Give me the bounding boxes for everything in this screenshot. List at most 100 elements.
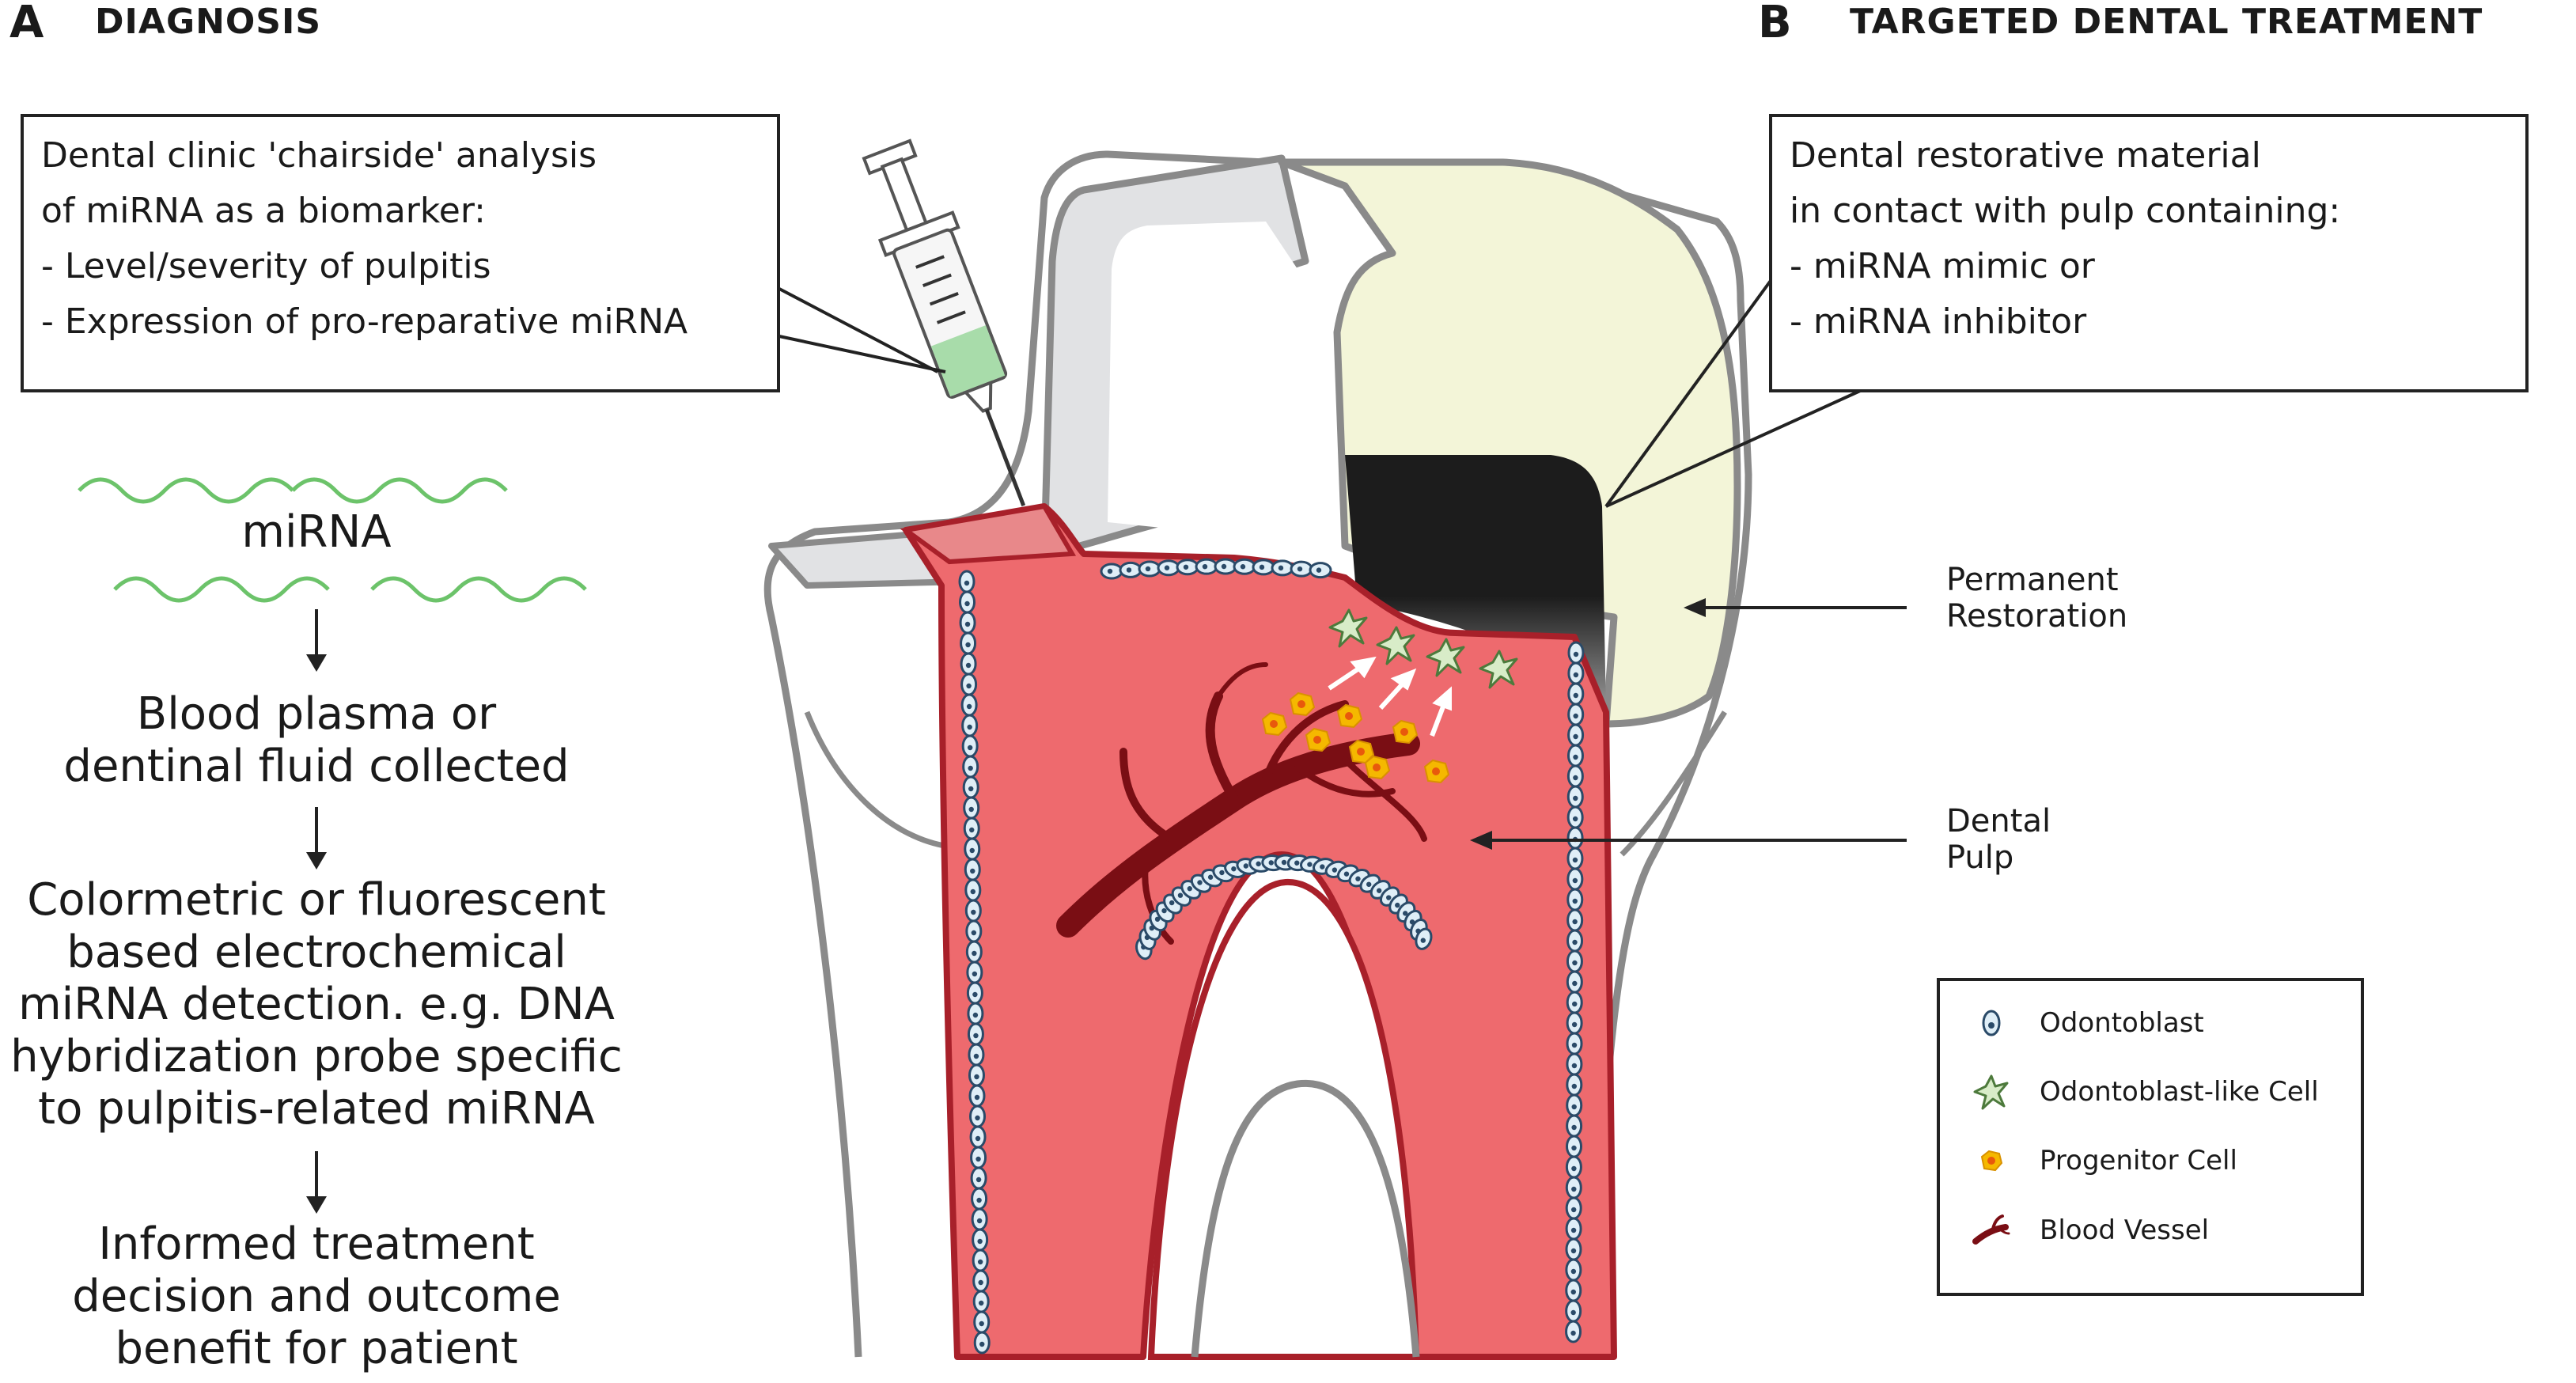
flow-line: based electrochemical [66, 926, 566, 978]
odontoblast-cell [1566, 1032, 1583, 1055]
odontoblast-cell [1566, 867, 1584, 891]
flow-step-detection: Colormetric or fluorescent based electro… [0, 874, 633, 1135]
mirna-waves [78, 477, 587, 603]
odontoblast-icon [1982, 1010, 2001, 1036]
panel-a-title: DIAGNOSIS [95, 2, 322, 42]
odontoblast-cell [1233, 558, 1256, 575]
odontoblast-cell [959, 590, 976, 614]
flow-step-collection: Blood plasma or dentinal fluid collected [0, 688, 633, 793]
odontoblast-cell [969, 1125, 987, 1149]
flow-arrow-2 [306, 807, 327, 870]
mirna-label: miRNA [241, 506, 392, 558]
odontoblast-cell [1566, 805, 1584, 829]
odontoblast-cell [1566, 847, 1584, 870]
flow-line: to pulpitis-related miRNA [38, 1083, 595, 1135]
migration-arrows [1328, 656, 1452, 737]
legend-label: Blood Vessel [2040, 1214, 2210, 1246]
flow-line: miRNA detection. e.g. DNA [18, 979, 615, 1030]
flow-line: Blood plasma or [136, 688, 497, 740]
odontoblast-cell [1566, 1135, 1583, 1158]
odontoblast-like-cell-icon [1973, 1074, 2009, 1110]
odontoblast-cell [1290, 560, 1313, 578]
flow-line: decision and outcome [72, 1271, 561, 1322]
odontoblast-cell [1566, 888, 1584, 911]
odontoblast-cell [1566, 1114, 1583, 1138]
label-line: Restoration [1946, 598, 2128, 635]
callout-line: - miRNA inhibitor [1790, 301, 2087, 342]
odontoblast-cell [1566, 1093, 1583, 1117]
odontoblast-cell [962, 775, 979, 799]
flow-line: Colormetric or fluorescent [27, 874, 606, 926]
flow-line: benefit for patient [115, 1323, 518, 1374]
odontoblast-cell [967, 1022, 984, 1046]
odontoblast-cell [972, 1248, 989, 1272]
odontoblast-cell [1138, 560, 1161, 578]
odontoblast-cell [970, 1146, 987, 1169]
odontoblast-cell [964, 858, 981, 881]
treatment-callout: Dental restorative material in contact w… [1769, 114, 2529, 392]
callout-line: Dental restorative material [1790, 135, 2261, 176]
callout-line: in contact with pulp containing: [1790, 191, 2341, 231]
label-line: Pulp [1946, 839, 2014, 876]
odontoblast-cell [1565, 1217, 1582, 1241]
odontoblast-cell [960, 652, 977, 676]
legend-label: Odontoblast-like Cell [2040, 1076, 2319, 1108]
panel-b-letter: B [1758, 0, 1793, 48]
pulp-arrow [1470, 831, 1907, 850]
odontoblast-cell [1566, 949, 1583, 973]
blood-vessel-icon [1972, 1214, 2010, 1245]
legend-item-progenitor-cell: Progenitor Cell [1972, 1141, 2237, 1180]
callout-line: - miRNA mimic or [1790, 246, 2095, 286]
flow-arrow-1 [306, 609, 327, 672]
odontoblast-cell [1566, 744, 1584, 767]
odontoblast-cell [968, 1043, 985, 1067]
odontoblast-cell [963, 796, 980, 820]
odontoblast-cell [964, 899, 982, 923]
progenitor-cell-icon [1980, 1150, 2003, 1172]
odontoblast-cell [965, 940, 983, 964]
callout-a-pointer-2 [778, 335, 946, 373]
odontoblast-cell [1565, 1196, 1582, 1220]
legend-item-odontoblast-like-cell: Odontoblast-like Cell [1972, 1072, 2319, 1112]
odontoblast-cell [1567, 723, 1585, 747]
odontoblast-cell [1565, 1176, 1582, 1199]
flow-arrow-3 [306, 1151, 327, 1214]
odontoblast-cell [967, 1002, 984, 1025]
odontoblast-cell [960, 631, 977, 655]
legend-label: Progenitor Cell [2040, 1145, 2237, 1176]
cavity-opening [1108, 222, 1337, 546]
odontoblast-cell [1566, 785, 1584, 809]
odontoblast-cell [972, 1228, 989, 1252]
syringe [862, 138, 1026, 507]
callout-b-pointer-2 [1605, 386, 1868, 508]
legend-item-blood-vessel: Blood Vessel [1972, 1211, 2209, 1250]
odontoblast-cell [1252, 559, 1275, 576]
label-line: Permanent [1946, 562, 2119, 598]
odontoblast-cell [972, 1290, 990, 1313]
odontoblast-cell [1565, 1279, 1582, 1302]
odontoblast-cell [1565, 1237, 1582, 1261]
odontoblast-cell [1565, 1320, 1582, 1343]
odontoblast-cell [1566, 991, 1583, 1014]
blood-vessel [1056, 662, 1427, 945]
odontoblast-cell [1567, 661, 1585, 685]
flow-line: Informed treatment [98, 1218, 535, 1270]
panel-b-title: TARGETED DENTAL TREATMENT [1850, 2, 2483, 42]
flow-line: hybridization probe specific [10, 1031, 623, 1082]
legend-label: Odontoblast [2040, 1007, 2204, 1039]
odontoblast-cell [1567, 703, 1585, 726]
odontoblast-cell [960, 693, 978, 717]
right-root-outline [1619, 710, 1727, 857]
label-dental-pulp: Dental Pulp [1946, 803, 2051, 876]
odontoblast-cell [1176, 559, 1199, 576]
odontoblast-cell [964, 837, 981, 861]
flow-line: dentinal fluid collected [63, 741, 570, 792]
odontoblast-cell [1100, 563, 1123, 580]
odontoblast-cell [958, 570, 975, 593]
legend: Odontoblast Odontoblast-like Cell Progen… [1937, 978, 2364, 1296]
callout-line: - Expression of pro-reparative miRNA [41, 301, 688, 342]
flow-step-outcome: Informed treatment decision and outcome … [0, 1218, 633, 1375]
pulp-horn [900, 503, 1077, 565]
restoration-arrow [1684, 598, 1907, 617]
